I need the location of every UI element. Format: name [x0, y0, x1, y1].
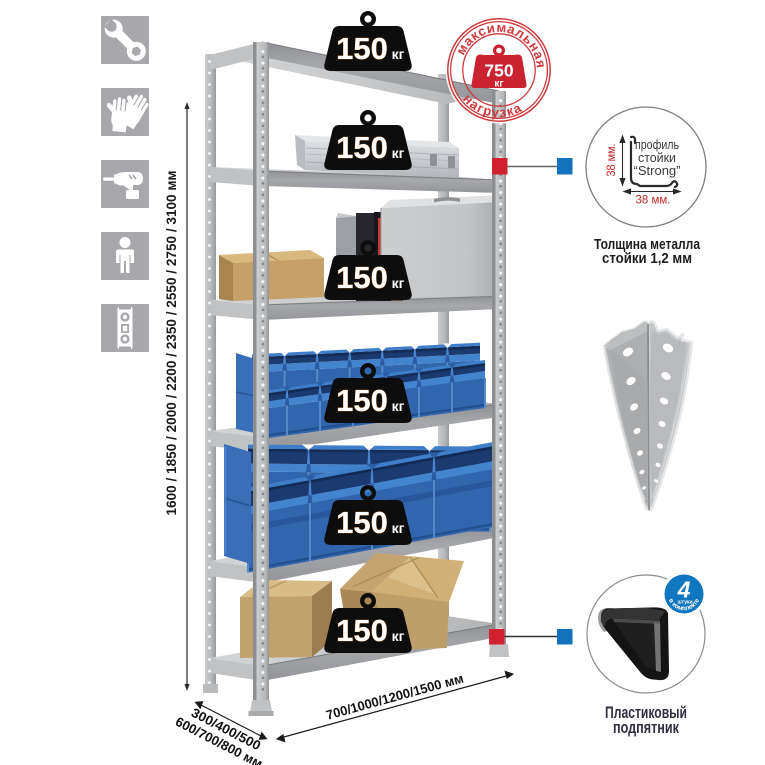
svg-text:стойки 1,2 мм: стойки 1,2 мм	[602, 250, 692, 267]
svg-text:“Strong”: “Strong”	[634, 163, 681, 178]
svg-text:150: 150	[336, 613, 388, 648]
svg-text:1600 / 1850 / 2000 / 2200 / 23: 1600 / 1850 / 2000 / 2200 / 2350 / 2550 …	[163, 171, 179, 516]
svg-text:кг: кг	[392, 46, 405, 62]
svg-text:Пластиковый: Пластиковый	[605, 703, 687, 722]
svg-text:Толщина металла: Толщина металла	[594, 236, 701, 253]
svg-text:кг: кг	[392, 398, 405, 414]
svg-text:150: 150	[336, 383, 388, 418]
svg-text:150: 150	[336, 260, 388, 295]
svg-text:кг: кг	[392, 628, 405, 644]
svg-text:150: 150	[336, 505, 388, 540]
svg-text:подпятник: подпятник	[613, 718, 679, 737]
svg-text:150: 150	[336, 130, 388, 165]
svg-text:стойки: стойки	[638, 150, 676, 165]
svg-text:38 мм.: 38 мм.	[636, 195, 671, 207]
svg-text:кг: кг	[392, 520, 405, 536]
svg-text:кг: кг	[392, 145, 405, 161]
svg-text:кг: кг	[392, 275, 405, 291]
svg-text:38 мм.: 38 мм.	[606, 144, 618, 177]
svg-text:750: 750	[484, 61, 513, 81]
svg-text:150: 150	[336, 31, 388, 66]
svg-text:4: 4	[677, 577, 691, 603]
svg-text:штуки: штуки	[677, 600, 692, 606]
svg-text:кг: кг	[494, 79, 503, 90]
svg-text:профиль: профиль	[635, 137, 679, 152]
svg-text:700/1000/1200/1500 мм: 700/1000/1200/1500 мм	[324, 671, 465, 723]
